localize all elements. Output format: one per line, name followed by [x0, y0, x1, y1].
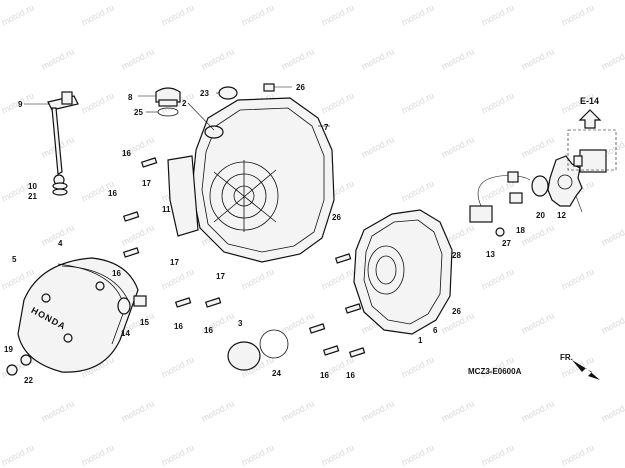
- leader-lines: [24, 86, 583, 213]
- view-arrow-icon: [578, 109, 602, 129]
- callout-26: 26: [296, 83, 305, 92]
- callout-18: 18: [516, 226, 525, 235]
- bolt-part: [133, 295, 147, 307]
- callout-16f: 16: [320, 371, 329, 380]
- bracket-part: [167, 155, 199, 237]
- right-crankcase-cover-part: [191, 97, 335, 263]
- callout-3: 3: [238, 319, 243, 328]
- callout-17: 17: [142, 179, 151, 188]
- plug-part: [218, 86, 238, 100]
- washer-part: [20, 354, 32, 366]
- shift-arm-part: [47, 91, 79, 186]
- callout-12: 12: [557, 211, 566, 220]
- callout-16c: 16: [112, 269, 121, 278]
- o-ring-part: [259, 329, 289, 359]
- generator-cover-part: [353, 209, 453, 335]
- callout-22: 22: [24, 376, 33, 385]
- oil-filler-cap-part: [155, 87, 181, 107]
- bolt-part: [509, 192, 523, 204]
- callout-8: 8: [128, 93, 133, 102]
- diagram-code: MCZ3-E0600A: [468, 367, 522, 376]
- callout-23: 23: [200, 89, 209, 98]
- callout-5: 5: [12, 255, 17, 264]
- callout-16g: 16: [346, 371, 355, 380]
- bolt-part: [6, 364, 18, 376]
- callout-10: 10: [28, 182, 37, 191]
- sensor-harness-part: [469, 171, 531, 237]
- callout-19: 19: [4, 345, 13, 354]
- left-side-cover-part: [17, 257, 139, 373]
- callout-20: 20: [536, 211, 545, 220]
- callout-13: 13: [486, 250, 495, 259]
- callout-26c: 26: [452, 307, 461, 316]
- callout-2: 2: [182, 99, 187, 108]
- callout-1: 1: [418, 336, 423, 345]
- callout-16b: 16: [108, 189, 117, 198]
- callout-28: 28: [452, 251, 461, 260]
- front-direction-label: FR.: [560, 353, 573, 362]
- view-label: E-14: [580, 96, 599, 106]
- washer-part: [52, 188, 68, 196]
- callout-17c: 17: [216, 272, 225, 281]
- callout-7: 7: [324, 123, 329, 132]
- callout-labels: 1 2 3 4 5 6 7 8 9 10 11 12 13 14 15 16 1…: [4, 83, 566, 385]
- dowel-pin-part: [263, 83, 275, 92]
- callout-17b: 17: [170, 258, 179, 267]
- callout-11: 11: [162, 205, 171, 214]
- callout-27: 27: [502, 239, 511, 248]
- callout-16d: 16: [174, 322, 183, 331]
- callout-26b: 26: [332, 213, 341, 222]
- washer-part: [117, 297, 131, 315]
- callout-16e: 16: [204, 326, 213, 335]
- washer-part: [52, 182, 68, 190]
- callout-6: 6: [433, 326, 438, 335]
- callout-24: 24: [272, 369, 281, 378]
- callout-16: 16: [122, 149, 131, 158]
- callout-4: 4: [58, 239, 63, 248]
- front-arrow-icon: [572, 360, 600, 380]
- callout-21: 21: [28, 192, 37, 201]
- bolt-set-part: [122, 157, 366, 358]
- callout-9: 9: [18, 100, 23, 109]
- callout-25: 25: [134, 108, 143, 117]
- detail-view-frame: [567, 129, 617, 171]
- washer-part: [531, 175, 549, 197]
- crank-end-part: [573, 149, 607, 173]
- oil-seal-part: [227, 341, 261, 371]
- o-ring-part: [157, 107, 179, 117]
- callout-14: 14: [121, 329, 130, 338]
- callout-15: 15: [140, 318, 149, 327]
